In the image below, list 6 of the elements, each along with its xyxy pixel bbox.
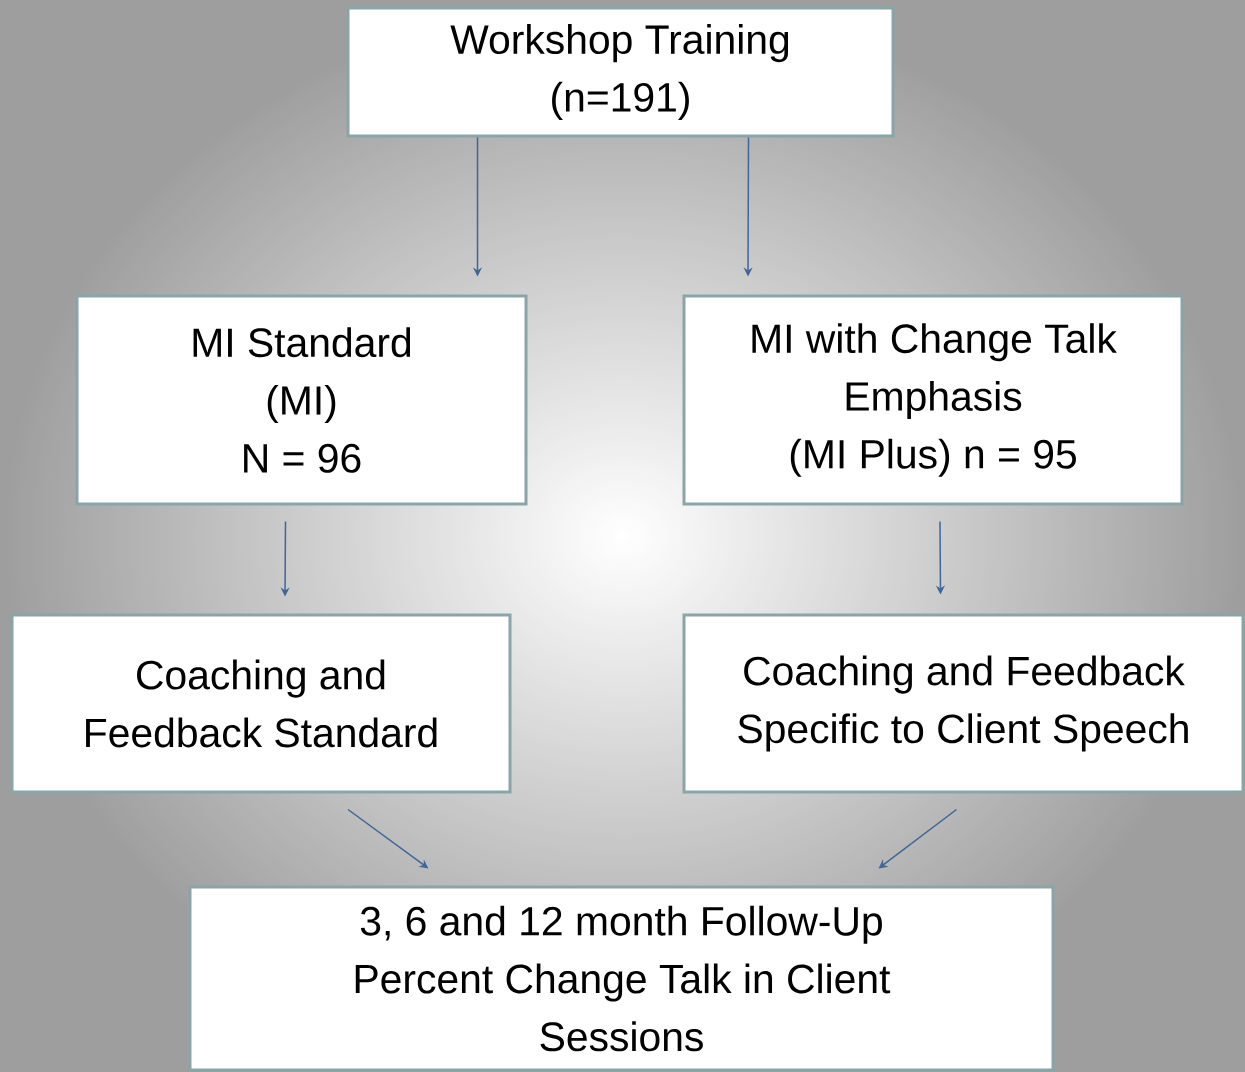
- process-box: MI with Change Talk Emphasis (MI Plus) n = 95: [682, 294, 1184, 506]
- process-box: 3, 6 and 12 month Follow-Up Percent Change Talk in Client Sessions: [188, 885, 1055, 1072]
- process-box: Coaching and Feedback Specific to Client Speech: [682, 613, 1245, 794]
- process-box: MI Standard (MI) N = 96: [75, 294, 528, 506]
- process-box: Workshop Training (n=191): [346, 6, 895, 138]
- process-box: Coaching and Feedback Standard: [10, 613, 512, 794]
